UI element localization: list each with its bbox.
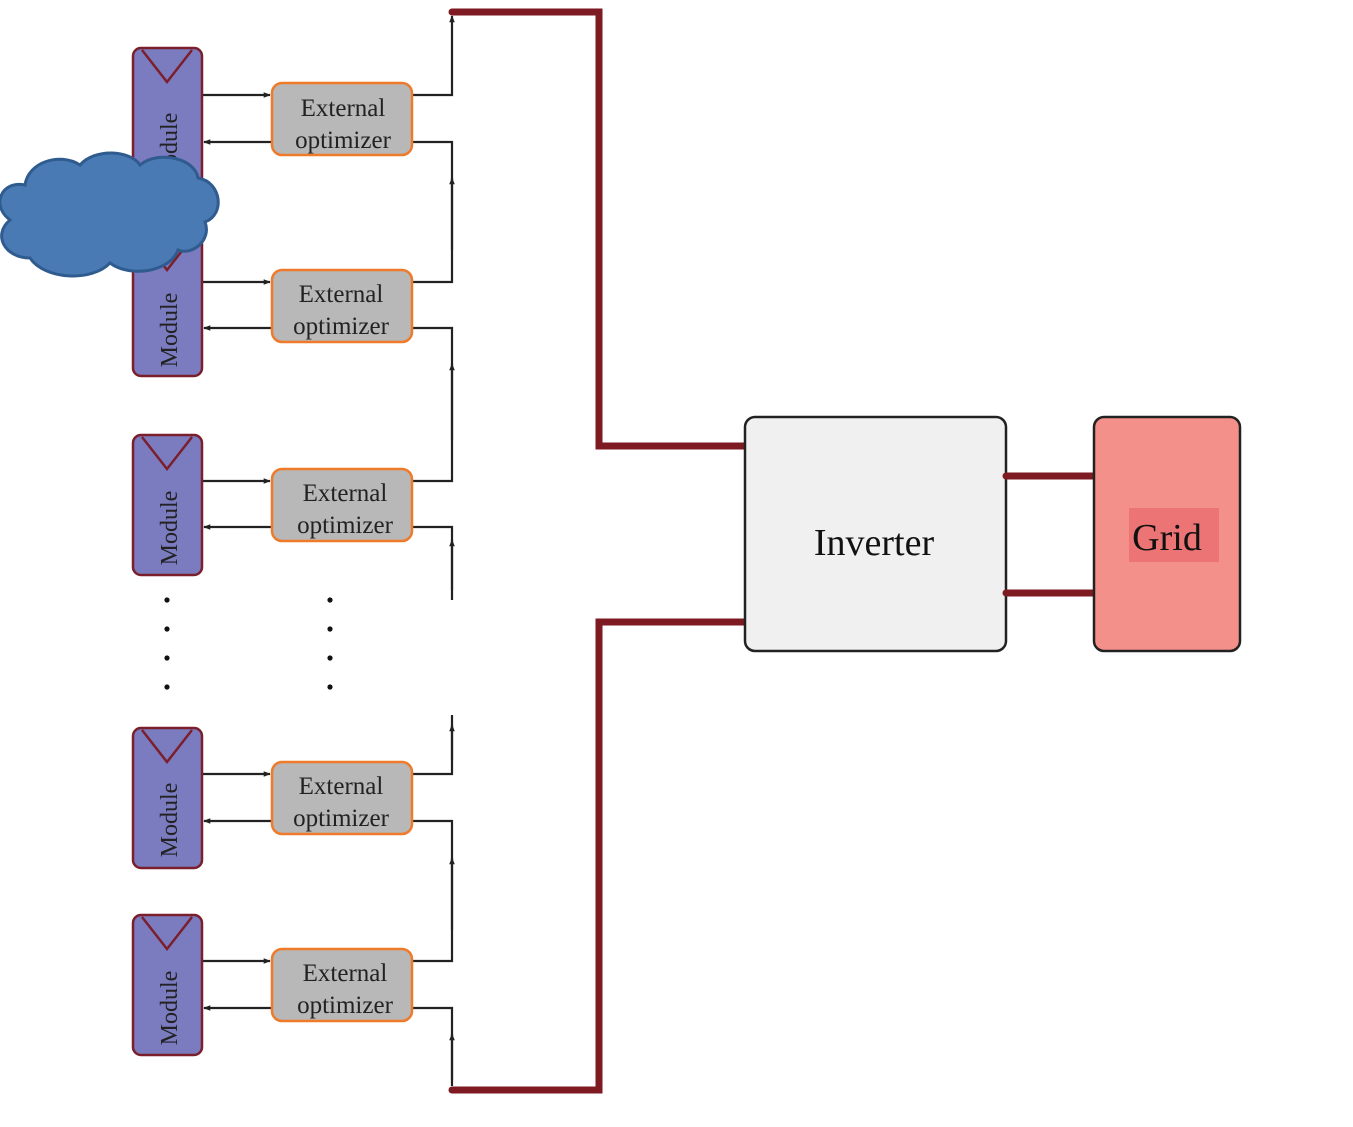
optimizer-label-line2: optimizer — [297, 512, 393, 539]
module-label: Module — [157, 971, 183, 1046]
pv-panel-icon — [141, 729, 193, 765]
optimizer-3[interactable]: External optimizer — [270, 467, 414, 543]
module-optimizer-wiring — [202, 92, 272, 1011]
optimizer-1[interactable]: External optimizer — [270, 81, 414, 157]
optimizer-label-line2: optimizer — [293, 805, 389, 832]
optimizer-label-line1: External — [299, 281, 384, 308]
module-3[interactable]: Module — [131, 433, 204, 577]
module-label: Module — [157, 783, 183, 858]
optimizer-label-line2: optimizer — [297, 992, 393, 1019]
cloud-icon — [0, 151, 220, 278]
optimizer-5[interactable]: External optimizer — [270, 947, 414, 1023]
inverter-label: Inverter — [814, 522, 935, 564]
module-5[interactable]: Module — [131, 913, 204, 1057]
bus-negative — [448, 618, 749, 1094]
module-label: Module — [157, 293, 183, 368]
dc-bus — [448, 8, 749, 1094]
pv-panel-icon — [141, 436, 193, 472]
pv-panel-icon — [141, 916, 193, 952]
optimizer-2[interactable]: External optimizer — [270, 268, 414, 344]
string-wiring — [412, 15, 455, 1086]
module-1[interactable]: Module — [131, 46, 204, 190]
pv-panel-icon — [141, 49, 193, 85]
grid[interactable]: Grid — [1092, 415, 1242, 653]
optimizer-label-line1: External — [299, 773, 384, 800]
optimizer-4[interactable]: External optimizer — [270, 760, 414, 836]
grid-label: Grid — [1132, 517, 1202, 559]
grid-label-highlight — [1129, 508, 1219, 562]
optimizer-label-line1: External — [301, 95, 386, 122]
optimizer-label-line1: External — [303, 480, 388, 507]
module-4[interactable]: Module — [131, 726, 204, 870]
ac-link — [1002, 472, 1098, 597]
bus-positive — [448, 8, 749, 450]
continuation-dots — [164, 597, 333, 690]
module-label: Module — [157, 491, 183, 566]
optimizer-label-line2: optimizer — [295, 127, 391, 154]
optimizer-label-line1: External — [303, 960, 388, 987]
optimizer-label-line2: optimizer — [293, 313, 389, 340]
inverter[interactable]: Inverter — [743, 415, 1008, 653]
